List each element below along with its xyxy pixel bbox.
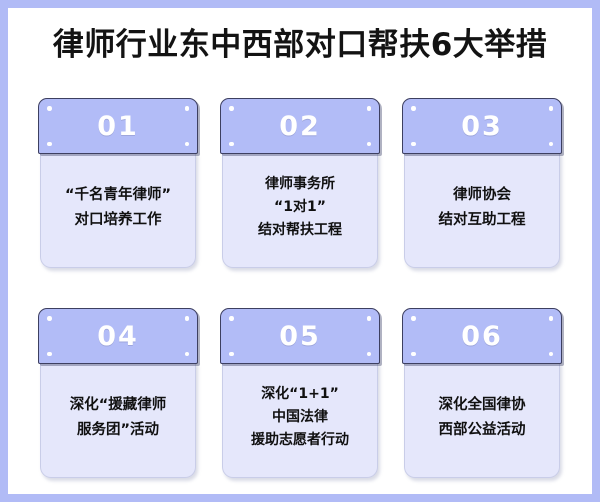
card-text-line: 深化“1+1” (261, 386, 339, 402)
card-number-06: 06 (461, 320, 503, 352)
card-number-01: 01 (97, 110, 139, 142)
card-text-line: 对口培养工作 (74, 211, 162, 228)
corner-dot-icon (548, 141, 553, 146)
measure-card-06[interactable]: 06 深化全国律协 西部公益活动 (402, 308, 562, 478)
card-text-line: 律师协会 (453, 186, 511, 203)
corner-dot-icon (229, 141, 234, 146)
card-number-05: 05 (279, 320, 321, 352)
card-number-04: 04 (97, 320, 139, 352)
card-text-line: 中国法律 (272, 409, 328, 425)
measure-card-01[interactable]: 01 “千名青年律师” 对口培养工作 (38, 98, 198, 268)
corner-dot-icon (411, 106, 416, 111)
card-header-05: 05 (220, 308, 380, 364)
corner-dot-icon (184, 141, 189, 146)
card-body-03: 律师协会 结对互助工程 (404, 152, 560, 268)
corner-dot-icon (366, 141, 371, 146)
corner-dot-icon (184, 316, 189, 321)
card-text-line: 西部公益活动 (438, 421, 526, 438)
card-number-02: 02 (279, 110, 321, 142)
card-body-04: 深化“援藏律师 服务团”活动 (40, 362, 196, 478)
corner-dot-icon (548, 106, 553, 111)
corner-dot-icon (229, 106, 234, 111)
card-header-06: 06 (402, 308, 562, 364)
card-text-line: “1对1” (274, 199, 326, 215)
card-header-01: 01 (38, 98, 198, 154)
measure-card-04[interactable]: 04 深化“援藏律师 服务团”活动 (38, 308, 198, 478)
card-text-line: 深化全国律协 (438, 396, 526, 413)
corner-dot-icon (366, 351, 371, 356)
page-title: 律师行业东中西部对口帮扶6大举措 (52, 27, 548, 63)
corner-dot-icon (229, 316, 234, 321)
measure-card-05[interactable]: 05 深化“1+1” 中国法律 援助志愿者行动 (220, 308, 380, 478)
measure-card-02[interactable]: 02 律师事务所 “1对1” 结对帮扶工程 (220, 98, 380, 268)
corner-dot-icon (184, 106, 189, 111)
card-header-02: 02 (220, 98, 380, 154)
corner-dot-icon (548, 316, 553, 321)
card-body-06: 深化全国律协 西部公益活动 (404, 362, 560, 478)
corner-dot-icon (366, 106, 371, 111)
corner-dot-icon (411, 316, 416, 321)
card-text-line: 深化“援藏律师 (69, 396, 167, 413)
card-text-line: 服务团”活动 (76, 421, 160, 438)
corner-dot-icon (47, 141, 52, 146)
card-text-line: 律师事务所 (265, 176, 335, 192)
corner-dot-icon (548, 351, 553, 356)
measure-card-03[interactable]: 03 律师协会 结对互助工程 (402, 98, 562, 268)
corner-dot-icon (47, 351, 52, 356)
corner-dot-icon (47, 316, 52, 321)
card-header-04: 04 (38, 308, 198, 364)
card-header-03: 03 (402, 98, 562, 154)
card-text-line: “千名青年律师” (64, 186, 172, 203)
card-text-line: 结对互助工程 (438, 211, 526, 228)
measures-card-grid: 01 “千名青年律师” 对口培养工作 02 律师事务所 “1对1” 结对帮扶工程 (28, 98, 572, 478)
card-body-01: “千名青年律师” 对口培养工作 (40, 152, 196, 268)
corner-dot-icon (184, 351, 189, 356)
corner-dot-icon (411, 141, 416, 146)
card-number-03: 03 (461, 110, 503, 142)
card-body-05: 深化“1+1” 中国法律 援助志愿者行动 (222, 362, 378, 478)
card-text-line: 结对帮扶工程 (258, 222, 342, 238)
corner-dot-icon (229, 351, 234, 356)
corner-dot-icon (47, 106, 52, 111)
corner-dot-icon (366, 316, 371, 321)
card-text-line: 援助志愿者行动 (251, 432, 349, 448)
corner-dot-icon (411, 351, 416, 356)
card-body-02: 律师事务所 “1对1” 结对帮扶工程 (222, 152, 378, 268)
